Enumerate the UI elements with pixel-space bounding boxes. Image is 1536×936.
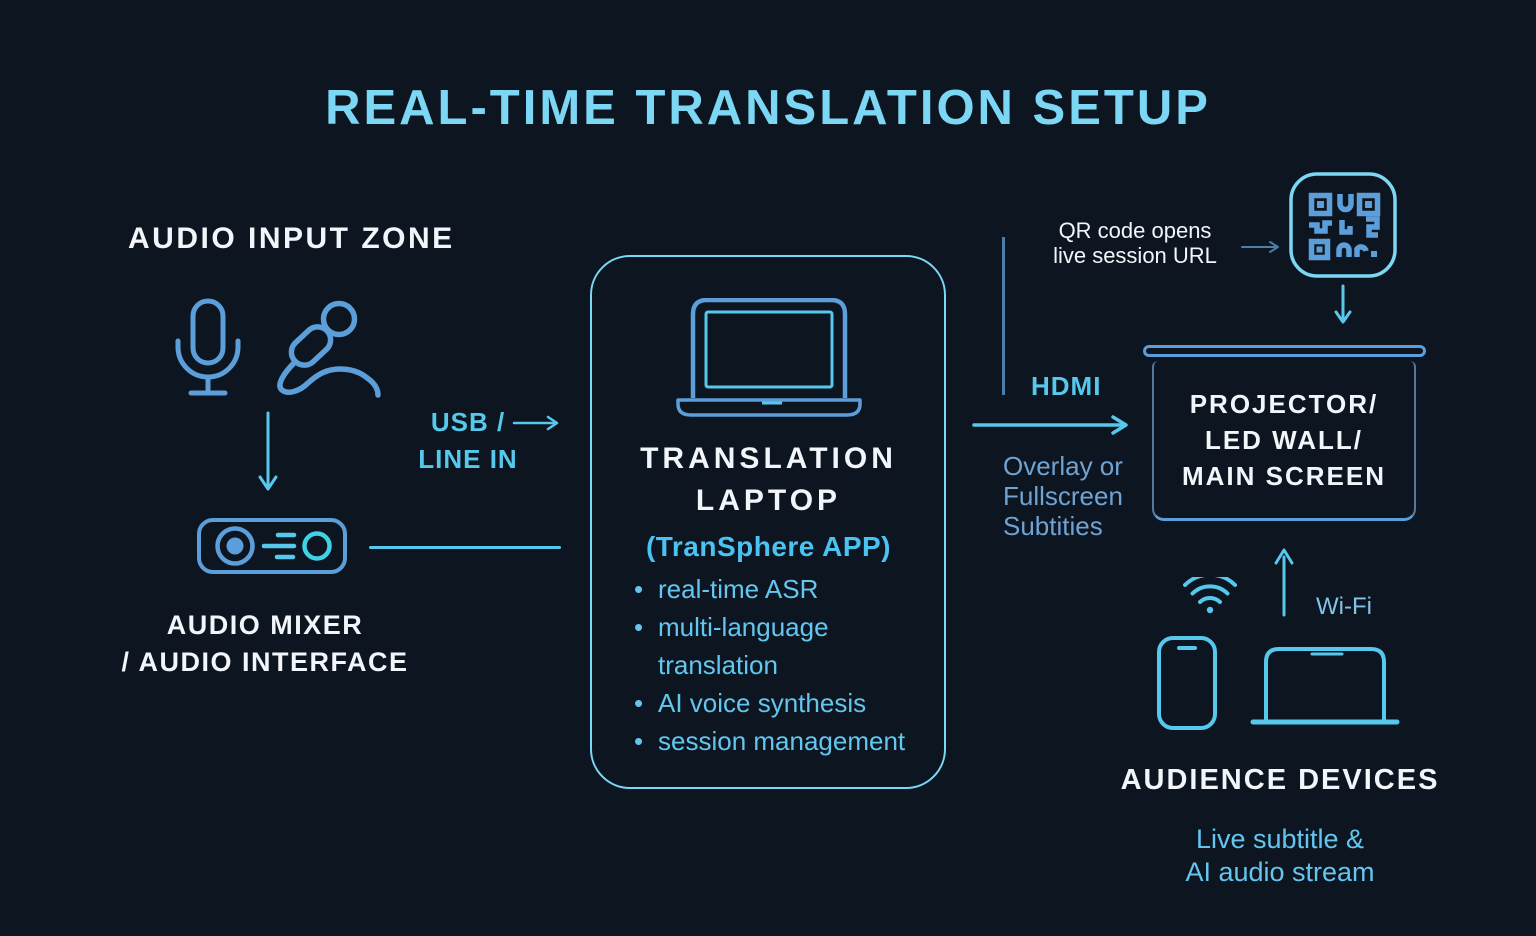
arrow-right-icon [512,415,559,431]
feature-text: multi-language translation [658,612,829,680]
hdmi-label: HDMI [1031,371,1102,401]
phone-speaker-bar [1177,646,1197,650]
audience-caption: Live subtitle & AI audio stream [1105,823,1455,889]
mixer-label: AUDIO MIXER / AUDIO INTERFACE [100,607,430,681]
app-feature-list: real-time ASR multi-language translation… [632,570,928,760]
laptop-icon [676,298,862,417]
feature-item: AI voice synthesis [632,684,928,722]
feature-item: multi-language translation [632,608,928,684]
audio-mixer-icon [197,518,347,574]
projector-screen-bar [1143,345,1426,357]
arrow-down-icon [1334,284,1352,324]
arrow-up-icon [1274,548,1294,617]
audience-caption-line1: Live subtitle & [1195,824,1365,854]
feature-text: real-time ASR [658,574,819,604]
feature-text: AI voice synthesis [658,688,867,718]
feature-text: session management [658,726,906,756]
laptop-name-line1: TRANSLATION [640,442,897,475]
mixer-label-line1: AUDIO MIXER [166,610,364,640]
laptop-name-line2: LAPTOP [695,484,842,517]
screen-label-line1: PROJECTOR/ [1189,388,1379,419]
audience-laptop-icon [1250,647,1400,725]
app-name-label: (TranSphere APP) [645,531,891,562]
projector-screen: PROJECTOR/ LED WALL/ MAIN SCREEN [1152,361,1416,521]
overlay-line3: Subtities [1003,511,1103,541]
arrow-down-icon [258,411,278,491]
mixer-to-laptop-connector [369,546,561,549]
audience-devices-heading: AUDIENCE DEVICES [1120,764,1440,796]
page-title: REAL-TIME TRANSLATION SETUP [325,81,1211,135]
usb-line-in-label: USB / LINE IN [405,404,531,478]
phone-icon [1157,636,1217,730]
translation-laptop-box [590,255,946,789]
usb-label-line1: USB / [430,407,506,437]
overlay-line2: Fullscreen [1003,481,1123,511]
arrow-right-icon [972,415,1128,435]
audience-caption-line2: AI audio stream [1185,857,1375,887]
usb-label-line2: LINE IN [418,444,518,474]
qr-code-icon [1289,172,1397,278]
wifi-icon [1183,577,1237,614]
feature-item: session management [632,722,928,760]
screen-label-line3: MAIN SCREEN [1181,460,1386,491]
arrow-right-icon [1241,241,1279,253]
laptop-to-qr-connector [1002,237,1005,395]
qr-caption: QR code opens live session URL [1040,218,1230,268]
overlay-line1: Overlay or [1003,451,1123,481]
feature-item: real-time ASR [632,570,928,608]
overlay-subtitles-label: Overlay or Fullscreen Subtities [1003,451,1123,541]
laptop-name-label: TRANSLATION LAPTOP [590,438,947,522]
screen-label-line2: LED WALL/ [1204,424,1364,455]
mixer-label-line2: / AUDIO INTERFACE [121,647,409,677]
qr-caption-line2: live session URL [1053,243,1217,268]
handheld-mic-icon [277,300,381,398]
audio-input-zone-heading: AUDIO INPUT ZONE [128,222,455,255]
studio-mic-icon [175,298,241,396]
wifi-label: Wi-Fi [1316,593,1372,620]
qr-caption-line1: QR code opens [1058,218,1212,243]
